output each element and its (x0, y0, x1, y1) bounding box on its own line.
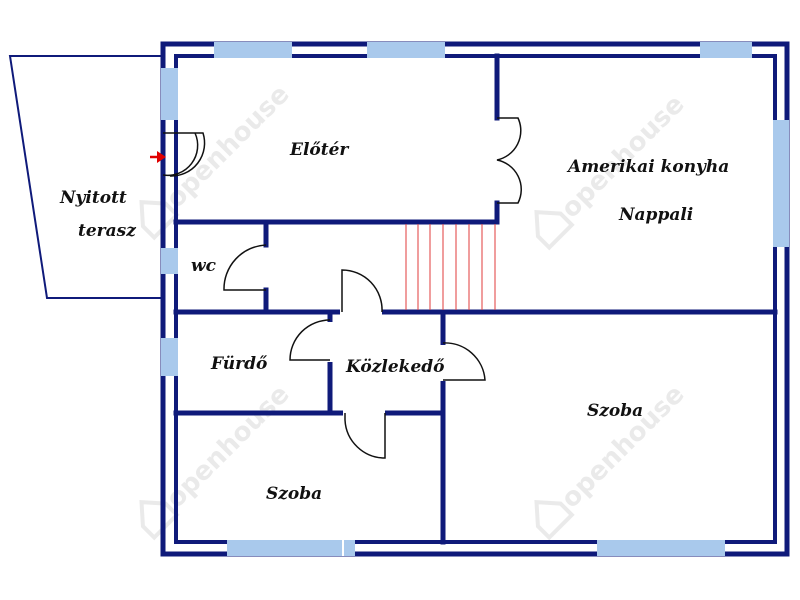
window-left-1 (161, 68, 178, 120)
label-room-left: Szoba (266, 484, 322, 504)
window-left-2 (161, 248, 178, 274)
terrace-outline (8, 55, 164, 299)
house-logo-icon (534, 210, 575, 251)
label-room-right: Szoba (587, 401, 643, 421)
room-labels: Nyitott terasz Előtér Amerikai konyha Na… (59, 140, 729, 504)
label-hall: Előtér (289, 140, 349, 160)
window-right (773, 120, 789, 247)
door-openings (324, 306, 449, 419)
outer-wall-inside (174, 54, 777, 544)
watermark-layer: openhouse openhouse openhouse openhouse (139, 79, 691, 541)
entry-arrow-icon (150, 151, 166, 163)
house-logo-icon (139, 500, 180, 541)
door-corridor-top (341, 269, 383, 313)
doors (162, 117, 522, 459)
house-logo-icon (139, 200, 180, 241)
label-terrace-line2: terasz (78, 221, 136, 241)
window-left-3 (161, 338, 178, 376)
opening-room-left (343, 407, 385, 419)
windows (161, 42, 789, 556)
opening-bath (324, 322, 336, 362)
door-corridor-right (442, 342, 486, 381)
opening-corridor-top (340, 306, 382, 318)
window-bottom-1 (227, 540, 355, 556)
watermark-text: openhouse (556, 379, 691, 514)
watermark: openhouse (534, 379, 691, 541)
opening-corridor-right (437, 345, 449, 381)
door-bath (289, 319, 331, 361)
door-entrance (162, 132, 206, 177)
outer-wall-outside (160, 41, 790, 557)
label-terrace-line1: Nyitott (59, 188, 127, 208)
window-top-1 (214, 42, 292, 58)
label-corridor: Közlekedő (345, 357, 445, 377)
window-top-3 (700, 42, 752, 58)
label-kitchen: Amerikai konyha (566, 157, 729, 177)
outer-walls (160, 41, 790, 557)
watermark: openhouse (139, 379, 295, 541)
door-room-left (344, 413, 386, 459)
window-top-2 (367, 42, 445, 58)
label-living: Nappali (618, 205, 693, 225)
window-bottom-2 (597, 540, 725, 556)
label-wc: wc (191, 256, 217, 276)
label-bath: Fürdő (210, 354, 268, 374)
house-logo-icon (534, 500, 575, 541)
door-hall-right (496, 117, 522, 204)
door-wc (223, 244, 267, 291)
watermark-text: openhouse (161, 79, 296, 214)
staircase (405, 224, 496, 310)
